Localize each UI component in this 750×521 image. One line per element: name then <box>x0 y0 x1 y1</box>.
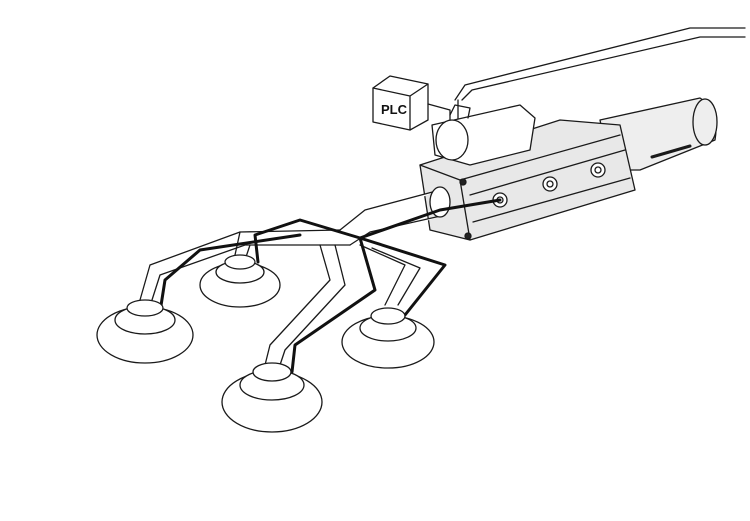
vacuum-outlet <box>339 189 446 246</box>
suction-cup <box>341 307 435 369</box>
plc-label: PLC <box>381 102 408 117</box>
vacuum-hoses <box>139 229 421 366</box>
signal-cables <box>158 198 502 374</box>
air-supply-line <box>454 27 746 121</box>
ejector-cylinder <box>599 97 718 171</box>
suction-cup <box>96 299 194 364</box>
plc-box: PLC <box>372 75 429 131</box>
suction-cup <box>199 254 281 308</box>
logo-mark <box>650 144 692 159</box>
suction-cup <box>221 362 323 433</box>
solenoid-valve <box>431 104 536 166</box>
